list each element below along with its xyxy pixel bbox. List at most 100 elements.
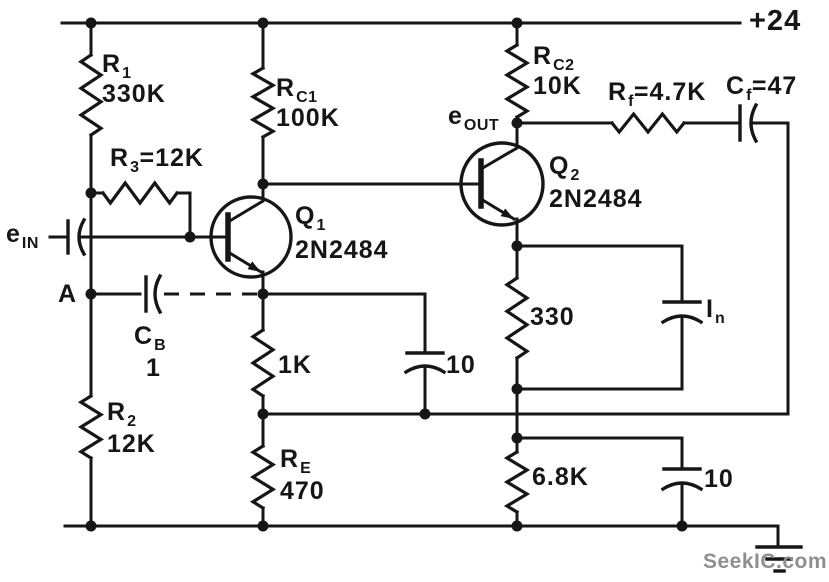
seekic-watermark: SeekIC.com	[703, 550, 828, 573]
label-rc1-value: 100K	[276, 104, 340, 132]
junction-dot	[257, 408, 269, 420]
junction-dot	[85, 520, 97, 532]
junction-dot	[511, 17, 523, 29]
q1-circle	[209, 195, 293, 279]
ein-sub: IN	[21, 235, 39, 252]
r3-ref: R	[110, 144, 130, 172]
q2-sub: 2	[570, 167, 580, 184]
re-sub: E	[300, 460, 312, 477]
cb-ref: C	[134, 322, 154, 350]
label-330: 330	[530, 303, 575, 331]
eout-sub: OUT	[463, 117, 500, 134]
r2-ref: R	[107, 398, 127, 426]
rf-ref: R	[608, 78, 628, 106]
eout-ref: e	[448, 102, 463, 130]
resistor-1k	[250, 327, 276, 399]
q1-sub: 1	[316, 217, 326, 234]
q2-ref: Q	[549, 152, 570, 180]
rc1-sub: C1	[296, 89, 318, 106]
resistor-330	[504, 275, 530, 361]
q2-emitter-network	[515, 244, 704, 528]
resistor-r2	[77, 393, 105, 461]
junction-dot	[257, 178, 269, 190]
cb-branch	[89, 273, 263, 315]
label-r2-value: 12K	[107, 430, 156, 458]
label-q1-part: 2N2484	[295, 236, 389, 264]
cf-sub: f	[746, 87, 752, 104]
label-in-cap: In	[706, 297, 725, 327]
label-rc1: RC1	[276, 74, 318, 106]
cb-sub: B	[154, 337, 167, 354]
q1-ref: Q	[295, 202, 316, 230]
label-c10-stage2: 10	[704, 465, 734, 493]
q2-collector	[478, 121, 519, 172]
resistor-rf	[609, 111, 687, 135]
label-cb-value: 1	[146, 354, 161, 382]
transistor-q1	[209, 182, 293, 296]
junction-dot	[511, 240, 523, 252]
power-rails	[60, 21, 803, 573]
rc2-sub: C2	[553, 57, 575, 74]
label-node-a: A	[58, 280, 78, 308]
label-cb: CB	[134, 322, 166, 354]
r1-sub: 1	[122, 65, 132, 82]
junction-dot	[85, 17, 97, 29]
junction-dot	[184, 231, 196, 243]
junction-dot	[676, 520, 688, 532]
junction-dot	[257, 288, 269, 300]
capacitor-10-stage1	[261, 292, 447, 416]
label-r3: R3=12K	[110, 144, 204, 176]
resistor-rc1	[249, 65, 277, 140]
label-r2: R2	[107, 398, 136, 430]
q2-circle	[459, 141, 545, 227]
q1-emitter-arrow-icon	[247, 261, 261, 272]
resistors	[77, 42, 687, 515]
label-supply-plus24: +24	[749, 5, 802, 37]
resistor-re	[249, 443, 277, 511]
r1-ref: R	[102, 50, 122, 78]
junction-dots	[85, 17, 688, 532]
r2-sub: 2	[127, 413, 137, 430]
label-re-value: 470	[280, 477, 325, 505]
label-6p8k: 6.8K	[532, 463, 589, 491]
junction-dot	[511, 432, 523, 444]
resistor-6p8k	[503, 449, 531, 515]
capacitor-cb	[144, 273, 163, 315]
r3-sub: 3	[130, 159, 140, 176]
rc2-ref: R	[533, 42, 553, 70]
label-rc2: RC2	[533, 42, 575, 74]
junction-dot-node-a	[85, 288, 97, 300]
re-ref: R	[280, 445, 300, 473]
label-re: RE	[280, 445, 311, 477]
label-c10-stage1: 10	[446, 351, 476, 379]
label-rf: Rf=4.7K	[608, 78, 707, 110]
q2-emitter-arrow-icon	[500, 208, 514, 219]
junction-dot	[85, 187, 97, 199]
label-q1: Q1	[295, 202, 326, 234]
junction-dot	[511, 520, 523, 532]
junction-dot	[511, 383, 523, 395]
junction-dot	[419, 408, 431, 420]
junction-dot	[257, 520, 269, 532]
ground-icon	[755, 545, 803, 573]
junction-dot-eout	[511, 117, 523, 129]
rf-rest: =4.7K	[633, 78, 707, 106]
wire-r3-right	[175, 191, 192, 239]
label-1k: 1K	[278, 351, 312, 379]
cf-ref: C	[726, 72, 746, 100]
junction-dot	[257, 17, 269, 29]
feedback-network	[515, 102, 790, 416]
cb-curved-plate	[153, 273, 163, 315]
q1-collector	[225, 182, 265, 225]
label-r1-value: 330K	[102, 80, 166, 108]
label-rc2-value: 10K	[533, 72, 582, 100]
label-r1: R1	[102, 50, 131, 82]
r3-rest: =12K	[139, 144, 204, 172]
wire-cf-down	[749, 121, 790, 416]
ein-ref: e	[6, 220, 21, 248]
resistor-r3	[100, 180, 180, 206]
rc1-ref: R	[276, 74, 296, 102]
wire-to-c10b	[515, 436, 684, 471]
in-sub: n	[714, 310, 726, 327]
